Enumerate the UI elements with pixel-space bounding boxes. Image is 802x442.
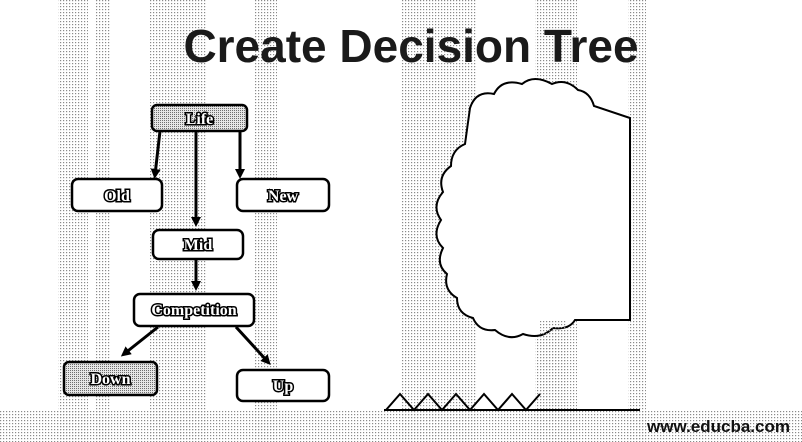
node-new-label: New <box>268 188 299 205</box>
node-up-label: Up <box>273 378 294 395</box>
node-competition-label: Competition <box>151 302 236 319</box>
tree-illustration <box>384 78 640 412</box>
node-old-label: Old <box>104 188 130 205</box>
connectors <box>120 130 271 365</box>
node-competition: Competition <box>132 292 256 328</box>
arrow-competition-up <box>234 325 271 365</box>
node-up: Up <box>235 368 331 403</box>
arrow-life-old <box>150 130 162 179</box>
node-life: Life <box>150 103 249 133</box>
watermark-url: www.educba.com <box>646 417 790 436</box>
node-mid-label: Mid <box>184 237 213 254</box>
node-old: Old <box>70 177 164 213</box>
node-down: Down <box>62 360 159 397</box>
node-new: New <box>235 177 331 213</box>
node-down-label: Down <box>90 371 130 388</box>
node-mid: Mid <box>151 228 245 261</box>
page-title: Create Decision Tree <box>183 20 638 72</box>
node-life-label: Life <box>186 111 214 128</box>
arrow-competition-down <box>120 325 159 357</box>
